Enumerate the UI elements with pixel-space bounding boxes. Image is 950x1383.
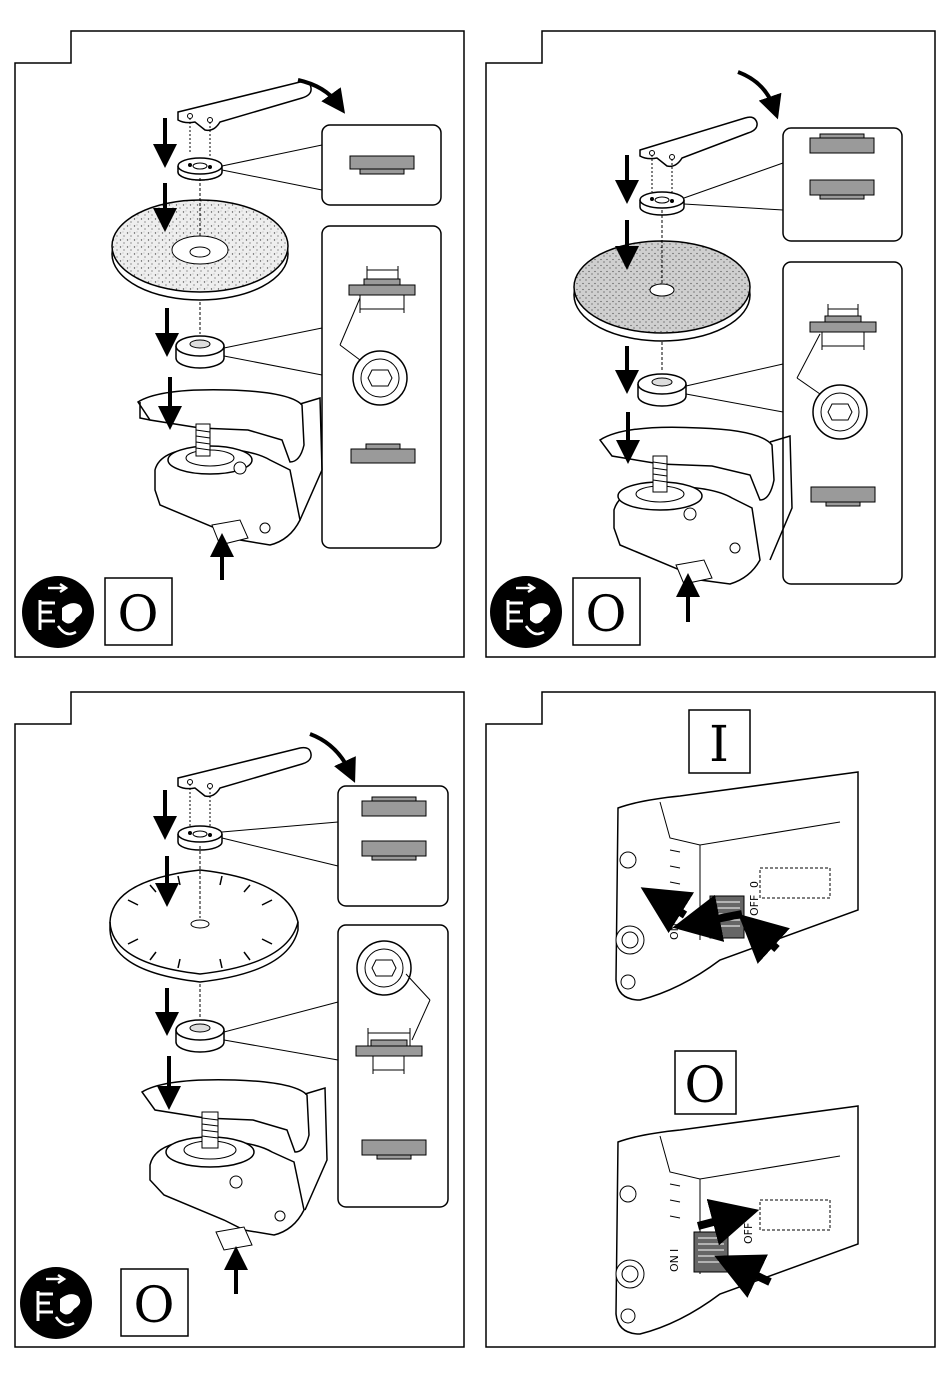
inner-flange	[176, 1020, 224, 1052]
off-label: O	[134, 1276, 175, 1334]
detail-box-nut	[222, 125, 441, 205]
rotation-arrow	[738, 72, 774, 108]
off-label: O	[118, 585, 159, 643]
switch-on-text: ON	[668, 1255, 681, 1272]
rotation-arrow	[310, 734, 350, 772]
off-label: O	[685, 1056, 726, 1114]
off-label: O	[586, 585, 627, 643]
switch-on-num: I	[668, 1249, 681, 1252]
unplug-icon	[22, 576, 94, 648]
switch-off-text: OFF	[748, 895, 761, 916]
diamond-blade	[110, 870, 298, 982]
switch-off-num: 0	[748, 881, 761, 888]
switch-off-text: OFF	[742, 1223, 755, 1244]
spanner-wrench	[640, 117, 757, 196]
spanner-wrench	[178, 82, 311, 156]
panel-3: O	[15, 692, 464, 1347]
switch-on-text: ON	[668, 923, 681, 940]
panel-4: I ON I OFF 0 O	[486, 692, 935, 1347]
on-label: I	[709, 715, 729, 773]
inner-flange	[176, 336, 224, 368]
spanner-wrench	[178, 748, 311, 830]
lock-nut	[178, 158, 222, 180]
switch-off-num: 0	[742, 1211, 755, 1218]
unplug-icon	[20, 1267, 92, 1339]
angle-grinder	[142, 1080, 327, 1250]
grinder-body-on: ON I OFF 0	[616, 772, 858, 1000]
unplug-icon	[490, 576, 562, 648]
panel-1: O	[15, 31, 464, 657]
angle-grinder	[138, 390, 322, 545]
panel-2: O	[486, 31, 935, 657]
inner-flange	[638, 374, 686, 406]
grinder-body-off: ON I OFF 0	[616, 1106, 858, 1334]
